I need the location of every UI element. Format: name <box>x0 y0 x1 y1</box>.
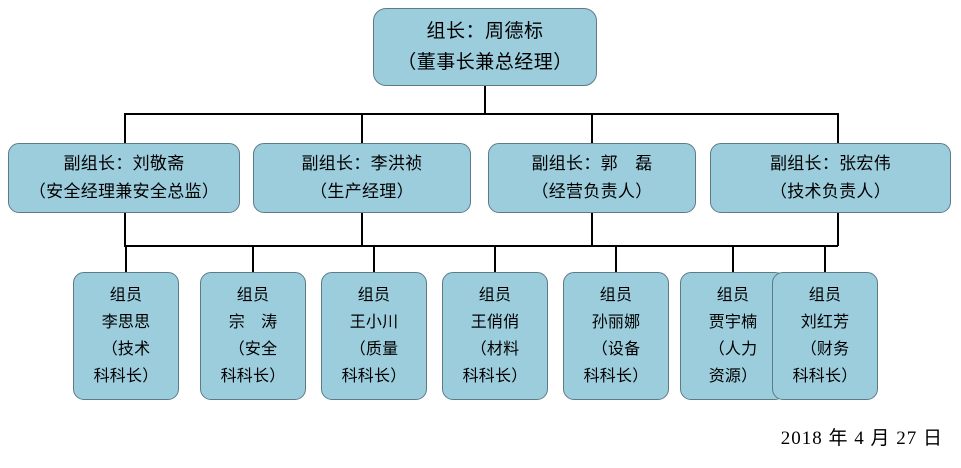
connector-member-drop-0 <box>125 245 127 273</box>
member-5-name: 贾宇楠 <box>708 314 758 331</box>
deputy-1-role: 副组长：李洪祯 <box>301 154 423 173</box>
member-3-dept: （材料 <box>470 341 520 358</box>
connector-deputy-stem-1 <box>361 212 363 246</box>
node-deputy-0[interactable]: 副组长：刘敬斋 （安全经理兼安全总监） <box>8 143 240 213</box>
connector-member-bus <box>124 245 838 247</box>
member-1-post: 科科长） <box>220 368 286 385</box>
leader-title: （董事长兼总经理） <box>397 52 573 73</box>
node-leader[interactable]: 组长：周德标 （董事长兼总经理） <box>373 8 597 86</box>
member-0-role: 组员 <box>109 287 143 304</box>
connector-deputy-stem-0 <box>124 212 126 246</box>
deputy-2-role: 副组长：郭 磊 <box>531 154 653 173</box>
connector-deputy-drop-0 <box>124 113 126 144</box>
member-2-name: 王小川 <box>349 314 399 331</box>
node-deputy-2[interactable]: 副组长：郭 磊 （经营负责人） <box>488 143 696 213</box>
node-member-1[interactable]: 组员 宗 涛 （安全 科科长） <box>200 272 306 400</box>
deputy-0-role: 副组长：刘敬斋 <box>63 154 185 173</box>
deputy-1-title: （生产经理） <box>310 182 414 201</box>
connector-deputy-stem-2 <box>591 212 593 246</box>
node-member-5[interactable]: 组员 贾宇楠 （人力 资源） <box>680 272 786 400</box>
leader-role: 组长：周德标 <box>426 21 544 42</box>
member-4-dept: （设备 <box>591 341 641 358</box>
connector-deputy-drop-3 <box>837 113 839 144</box>
member-2-role: 组员 <box>357 287 391 304</box>
connector-member-drop-4 <box>615 245 617 273</box>
member-1-role: 组员 <box>236 287 270 304</box>
deputy-3-title: （技术负责人） <box>769 182 892 201</box>
deputy-0-title: （安全经理兼安全总监） <box>28 182 220 201</box>
connector-deputy-bus <box>124 113 838 115</box>
member-5-post: 资源） <box>708 368 758 385</box>
member-0-dept: （技术 <box>101 341 151 358</box>
member-1-name: 宗 涛 <box>228 314 278 331</box>
connector-member-drop-3 <box>494 245 496 273</box>
connector-deputy-stem-3 <box>837 212 839 246</box>
node-member-4[interactable]: 组员 孙丽娜 （设备 科科长） <box>563 272 669 400</box>
connector-leader-stem <box>484 86 486 114</box>
member-1-dept: （安全 <box>228 341 278 358</box>
member-0-name: 李思思 <box>101 314 151 331</box>
member-5-dept: （人力 <box>708 341 758 358</box>
node-member-3[interactable]: 组员 王俏俏 （材料 科科长） <box>442 272 548 400</box>
node-deputy-3[interactable]: 副组长：张宏伟 （技术负责人） <box>710 143 951 213</box>
deputy-3-role: 副组长：张宏伟 <box>769 154 892 173</box>
connector-deputy-drop-1 <box>361 113 363 144</box>
node-member-6[interactable]: 组员 刘红芳 （财务 科科长） <box>772 272 878 400</box>
member-6-name: 刘红芳 <box>800 314 850 331</box>
node-deputy-1[interactable]: 副组长：李洪祯 （生产经理） <box>253 143 471 213</box>
deputy-2-title: （经营负责人） <box>531 182 653 201</box>
member-3-post: 科科长） <box>462 368 528 385</box>
member-2-post: 科科长） <box>341 368 407 385</box>
member-4-post: 科科长） <box>583 368 649 385</box>
connector-member-drop-1 <box>252 245 254 273</box>
member-2-dept: （质量 <box>349 341 399 358</box>
footer-date: 2018 年 4 月 27 日 <box>780 428 943 449</box>
member-3-role: 组员 <box>478 287 512 304</box>
member-6-role: 组员 <box>808 287 842 304</box>
member-0-post: 科科长） <box>93 368 159 385</box>
member-3-name: 王俏俏 <box>470 314 520 331</box>
node-member-2[interactable]: 组员 王小川 （质量 科科长） <box>321 272 427 400</box>
member-5-role: 组员 <box>716 287 750 304</box>
connector-member-drop-6 <box>824 245 826 273</box>
member-4-role: 组员 <box>599 287 633 304</box>
member-6-dept: （财务 <box>800 341 850 358</box>
connector-deputy-drop-2 <box>591 113 593 144</box>
member-4-name: 孙丽娜 <box>591 314 641 331</box>
member-6-post: 科科长） <box>792 368 858 385</box>
connector-member-drop-5 <box>732 245 734 273</box>
connector-member-drop-2 <box>373 245 375 273</box>
node-member-0[interactable]: 组员 李思思 （技术 科科长） <box>73 272 179 400</box>
